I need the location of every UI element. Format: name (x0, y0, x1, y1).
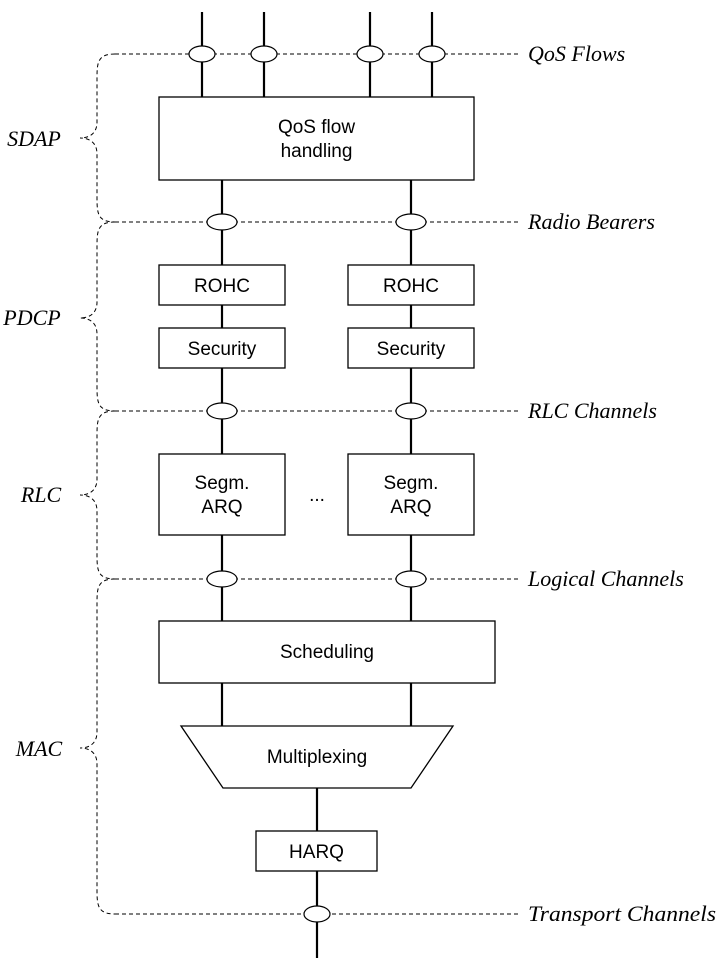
rlc-channel-sap (206, 402, 238, 420)
scheduling-label: Scheduling (280, 642, 374, 663)
qos-flow-handling-block: QoS flow handling (158, 96, 475, 181)
qos-flow-handling-label-line2: handling (281, 141, 353, 162)
qos-flow-sap (356, 45, 384, 63)
layer-braces (79, 53, 116, 915)
channel-label-qos-flows: QoS Flows (528, 41, 625, 66)
multiplexing-block: Multiplexing (179, 725, 455, 789)
segm-arq-block-left: Segm. ARQ (158, 453, 286, 536)
transport-channel-sap (303, 905, 331, 923)
qos-flow-handling-label-line1: QoS flow (278, 117, 355, 138)
security-block-right: Security (347, 327, 475, 369)
rohc-block-left: ROHC (158, 264, 286, 306)
harq-block: HARQ (255, 830, 378, 872)
channel-label-transport-channels: Transport Channels (528, 901, 716, 926)
radio-bearer-sap (206, 213, 238, 231)
mac-brace (79, 578, 116, 915)
scheduling-block: Scheduling (158, 620, 496, 684)
rohc-label: ROHC (383, 276, 439, 297)
rlc-brace (79, 410, 116, 580)
layer-label-sdap: SDAP (7, 126, 61, 151)
layer-label-pdcp: PDCP (2, 305, 60, 330)
service-access-points (188, 45, 446, 923)
segm-label: Segm. (384, 473, 439, 494)
rohc-block-right: ROHC (347, 264, 475, 306)
channel-label-rlc-channels: RLC Channels (527, 398, 657, 423)
segm-arq-block-right: Segm. ARQ (347, 453, 475, 536)
radio-bearer-sap (395, 213, 427, 231)
security-label: Security (377, 339, 446, 360)
security-label: Security (188, 339, 257, 360)
qos-flow-sap (250, 45, 278, 63)
sdap-brace (79, 53, 116, 223)
channel-label-logical-channels: Logical Channels (527, 566, 684, 591)
segm-label: Segm. (195, 473, 250, 494)
harq-label: HARQ (289, 842, 344, 863)
ellipsis-label: ... (309, 485, 325, 506)
arq-label: ARQ (390, 497, 431, 518)
arq-label: ARQ (201, 497, 242, 518)
layer-label-rlc: RLC (20, 482, 62, 507)
qos-flow-sap (188, 45, 216, 63)
multiplexing-label: Multiplexing (267, 747, 367, 768)
rohc-label: ROHC (194, 276, 250, 297)
logical-channel-sap (395, 570, 427, 588)
qos-flow-sap (418, 45, 446, 63)
layer-label-mac: MAC (15, 736, 63, 761)
pdcp-brace (79, 221, 116, 412)
channel-label-radio-bearers: Radio Bearers (527, 209, 655, 234)
logical-channel-sap (206, 570, 238, 588)
security-block-left: Security (158, 327, 286, 369)
rlc-channel-sap (395, 402, 427, 420)
